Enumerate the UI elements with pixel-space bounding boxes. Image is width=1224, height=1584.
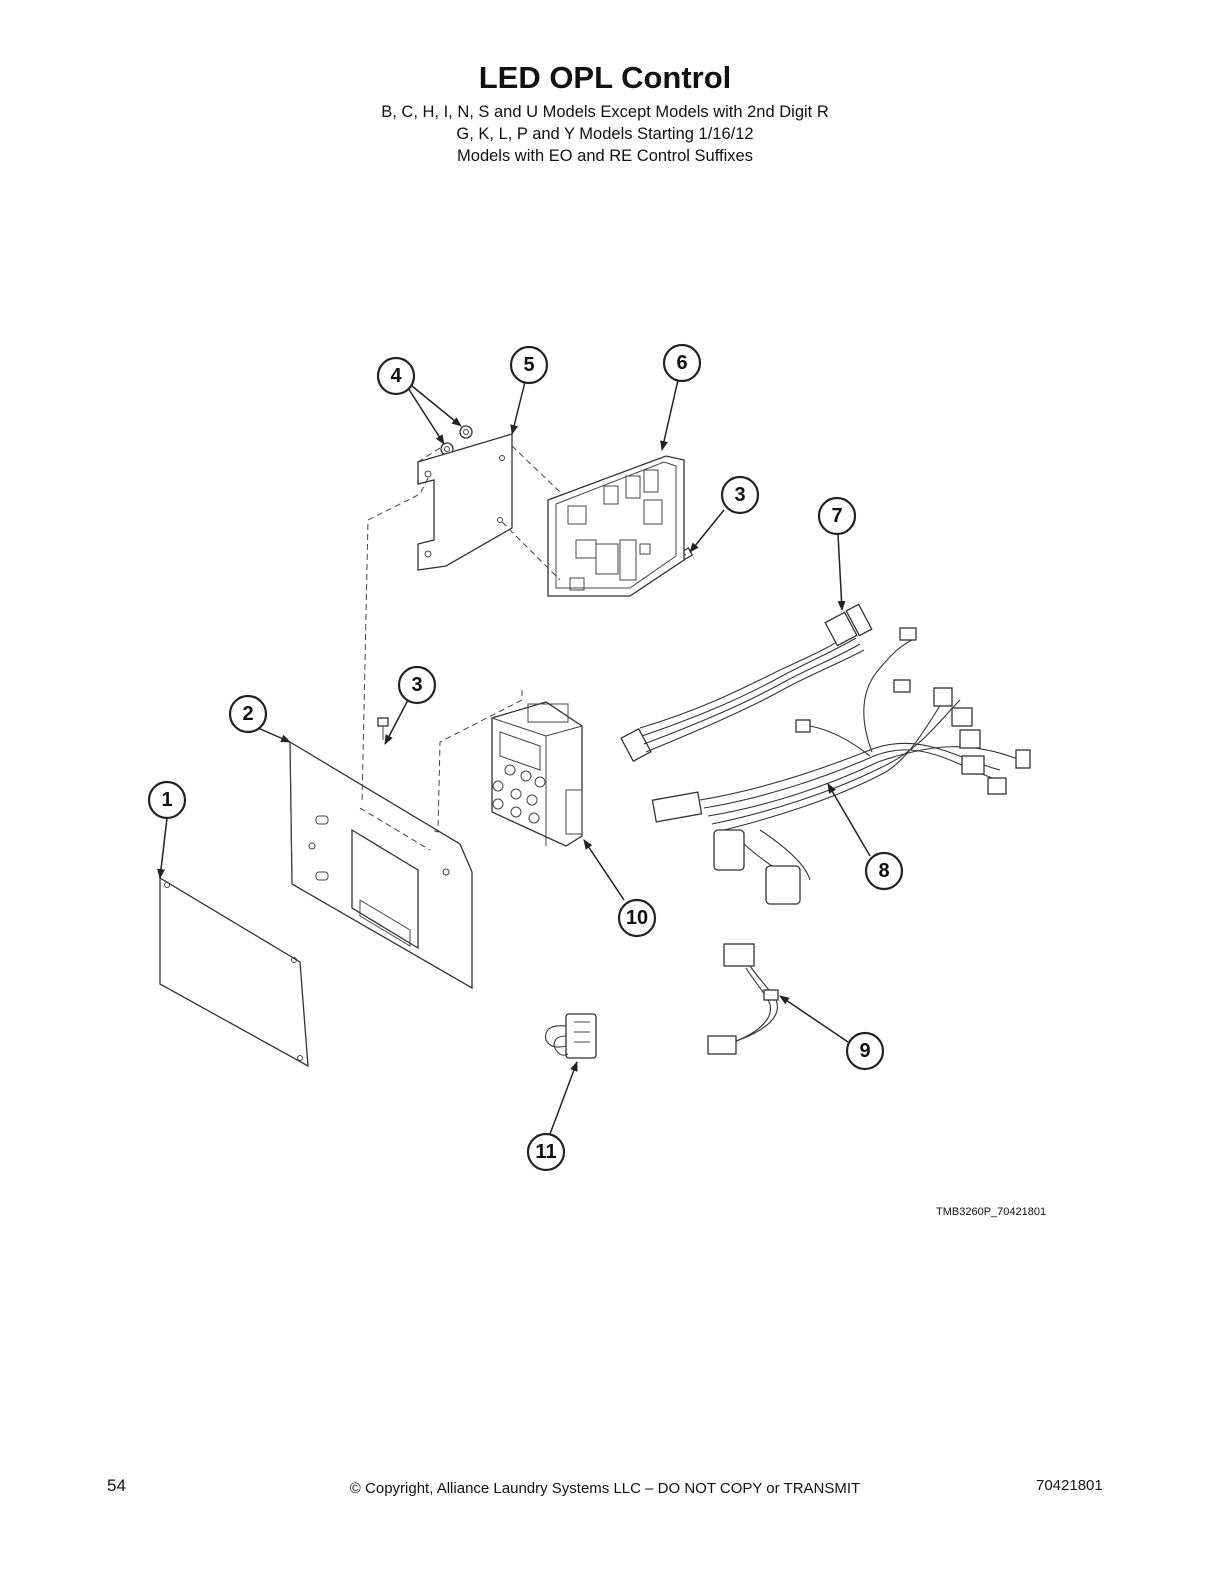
callout-6-label: 6 — [676, 352, 687, 374]
subtitle-line-3: Models with EO and RE Control Suffixes — [457, 147, 753, 165]
callout-3-left-label: 3 — [411, 674, 422, 696]
callout-1: 1 — [147, 780, 187, 820]
subtitle-line-1: B, C, H, I, N, S and U Models Except Mod… — [381, 103, 829, 121]
callout-10: 10 — [617, 898, 657, 938]
callout-10-label: 10 — [626, 907, 648, 929]
part-5-bracket — [417, 433, 513, 571]
part-11-jumper-plug — [544, 1013, 597, 1059]
callout-3-right-label: 3 — [734, 484, 745, 506]
part-3-screw-left — [377, 717, 389, 740]
callout-8-label: 8 — [878, 860, 889, 882]
part-7-wire-harness — [620, 603, 873, 763]
callout-4: 4 — [376, 356, 416, 396]
callout-2-label: 2 — [242, 703, 253, 725]
callout-1-label: 1 — [161, 789, 172, 811]
alignment-lines — [361, 445, 561, 833]
page-number: 54 — [107, 1476, 126, 1495]
page-title: LED OPL Control — [478, 60, 732, 95]
callout-6: 6 — [662, 343, 702, 383]
part-2-mounting-panel — [289, 740, 473, 990]
part-6-control-board — [547, 455, 685, 597]
leader-arrows — [157, 379, 871, 1135]
part-10-display-module — [491, 701, 583, 847]
callout-3-right: 3 — [720, 475, 760, 515]
callout-5: 5 — [509, 345, 549, 385]
callout-9: 9 — [845, 1031, 885, 1071]
document-number: 70421801 — [1036, 1477, 1103, 1494]
copyright-notice: © Copyright, Alliance Laundry Systems LL… — [349, 1480, 861, 1497]
drawing-code: TMB3260P_70421801 — [936, 1206, 1047, 1218]
callout-7: 7 — [817, 496, 857, 536]
callout-5-label: 5 — [523, 354, 534, 376]
callout-9-label: 9 — [859, 1040, 870, 1062]
callout-7-label: 7 — [831, 505, 842, 527]
part-1-cover-panel — [159, 876, 309, 1068]
callout-2: 2 — [228, 694, 268, 734]
callout-8: 8 — [864, 851, 904, 891]
part-9-small-harness — [707, 943, 779, 1055]
callout-11: 11 — [526, 1132, 566, 1172]
callout-4-label: 4 — [390, 365, 402, 387]
part-8-main-harness — [651, 627, 1031, 905]
callout-11-label: 11 — [535, 1141, 556, 1163]
callout-3-left: 3 — [397, 665, 437, 705]
subtitle-line-2: G, K, L, P and Y Models Starting 1/16/12 — [456, 125, 754, 143]
